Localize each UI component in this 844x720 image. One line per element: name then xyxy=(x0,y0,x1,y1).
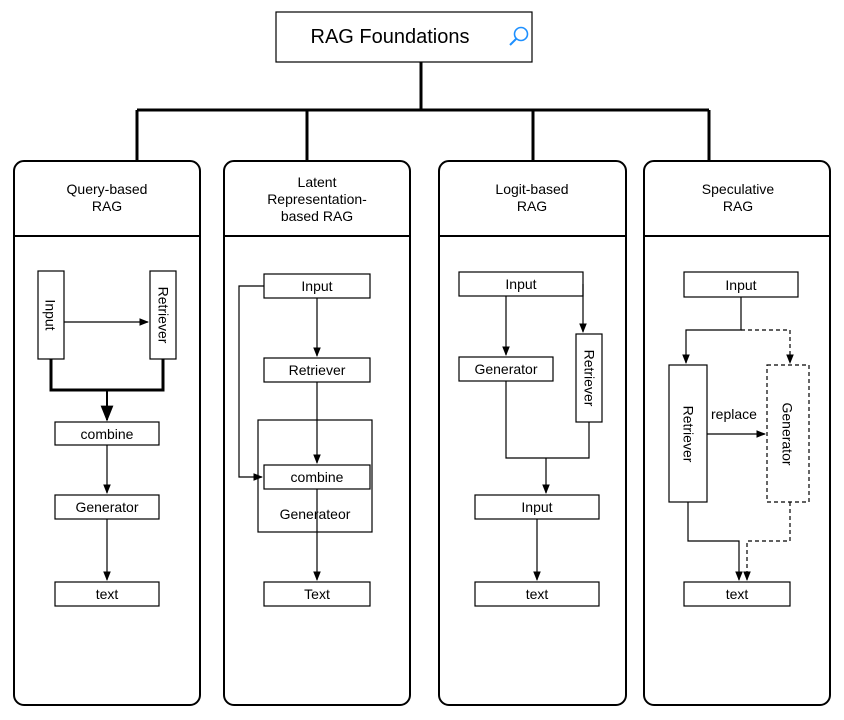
logit-edges xyxy=(502,284,590,581)
lr-retriever-label: Retriever xyxy=(288,362,346,378)
search-icon[interactable] xyxy=(506,24,532,50)
logit-nodes xyxy=(458,271,603,607)
lb-text-box xyxy=(474,581,600,607)
panel-logit-based xyxy=(438,160,627,706)
query-based-edges xyxy=(49,318,165,581)
lr-combine-box xyxy=(263,464,371,490)
lb-input-box xyxy=(458,271,584,297)
panel-title-logit-based: Logit-based RAG xyxy=(495,181,569,214)
root-title: RAG Foundations xyxy=(310,25,470,48)
lb-input2-box xyxy=(474,494,600,520)
panel-title-latent-representation: Latent Representation-based RAG xyxy=(267,173,367,224)
lb-generator-box xyxy=(458,356,554,382)
qb-text-label: text xyxy=(95,586,119,602)
lb-text-label: text xyxy=(525,586,549,602)
qb-combine-label: combine xyxy=(80,425,134,442)
lb-retriever-box xyxy=(575,333,603,423)
sp-text-box xyxy=(683,581,791,607)
sp-input-label: Input xyxy=(725,276,757,293)
root-node xyxy=(275,11,533,63)
sp-generator-box xyxy=(766,364,810,503)
qb-generator-box xyxy=(54,494,160,520)
lr-generator-label: Generateor xyxy=(279,506,351,522)
sp-generator-label: Generator xyxy=(780,401,797,466)
lb-input2-label: Input xyxy=(521,499,553,515)
qb-generator-label: Generator xyxy=(75,499,139,515)
lr-text-box xyxy=(263,581,371,607)
lr-input-box xyxy=(263,273,371,299)
qb-retriever-label: Retriever xyxy=(155,286,172,344)
panel-title-query-based: Query-based RAG xyxy=(66,181,148,214)
qb-text-box xyxy=(54,581,160,607)
qb-input-label: Input xyxy=(43,299,60,331)
sp-text-label: text xyxy=(725,586,749,602)
lb-input-label: Input xyxy=(505,276,537,292)
sp-retriever-label: Retriever xyxy=(680,405,697,462)
sp-replace-label: replace xyxy=(711,406,757,422)
tree-connectors xyxy=(135,62,711,161)
lr-input-label: Input xyxy=(301,278,333,294)
speculative-nodes xyxy=(668,271,810,607)
latent-edges xyxy=(238,285,321,581)
lb-generator-label: Generator xyxy=(474,361,538,377)
speculative-edges xyxy=(682,297,794,581)
lb-retriever-label: Retriever xyxy=(581,349,598,407)
lr-text-label: Text xyxy=(304,586,330,602)
lr-combine-label: combine xyxy=(290,469,344,485)
panel-title-speculative: Speculative RAG xyxy=(701,181,775,214)
